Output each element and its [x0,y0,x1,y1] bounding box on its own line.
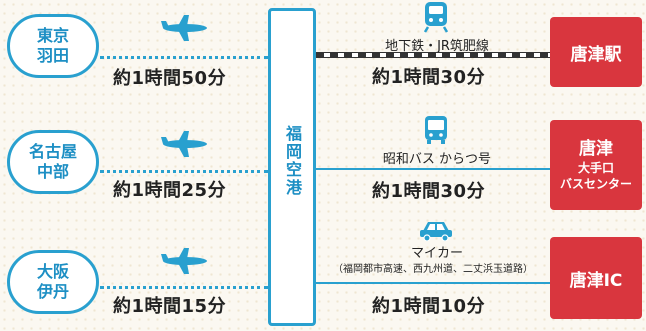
airplane-icon [160,14,210,46]
destination-karatsu-ic: 唐津IC [550,237,642,319]
destination-line1: 唐津IC [569,270,623,291]
route-mode-sublabel: （福岡都市高速、西九州道、二丈浜玉道路） [333,264,533,275]
bus-route-line [316,168,550,170]
origin-line1: 大阪 [36,262,69,281]
hub-fukuoka-airport: 福岡空港 [268,8,316,326]
destination-line1: 唐津 [579,139,613,159]
destination-line2: 大手口 [577,161,614,175]
origin-line1: 名古屋 [28,142,77,161]
flight-route-line [100,170,268,173]
bus-icon [424,115,448,149]
origin-line2: 羽田 [36,46,69,65]
origin-line1: 東京 [36,26,69,45]
flight-time: 約1時間15分 [113,296,227,317]
origin-nagoya-chubu: 名古屋 中部 [7,130,99,194]
car-route-line [316,282,550,284]
hub-label: 福岡空港 [283,125,302,197]
flight-time: 約1時間50分 [113,68,227,89]
route-mode-label: 地下鉄・JR筑肥線 [385,39,489,54]
route-time: 約1時間30分 [372,181,486,202]
airplane-icon [160,130,210,162]
route-time: 約1時間10分 [372,296,486,317]
destination-karatsu-station: 唐津駅 [550,17,642,87]
origin-osaka-itami: 大阪 伊丹 [7,250,99,314]
route-time: 約1時間30分 [372,67,486,88]
car-icon [419,219,453,245]
train-icon [423,1,449,37]
destination-karatsu-otemachi-bus-center: 唐津 大手口 バスセンター [550,120,642,210]
route-mode-label: 昭和バス からつ号 [382,152,492,167]
airplane-icon [160,247,210,279]
flight-route-line [100,56,268,59]
flight-time: 約1時間25分 [113,180,227,201]
origin-line2: 伊丹 [36,282,69,301]
origin-line2: 中部 [36,162,69,181]
route-mode-label: マイカー [410,246,463,261]
destination-line1: 唐津駅 [570,44,622,65]
origin-tokyo-haneda: 東京 羽田 [7,14,99,78]
destination-line3: バスセンター [559,177,632,191]
train-route-line [316,52,550,58]
flight-route-line [100,286,268,289]
